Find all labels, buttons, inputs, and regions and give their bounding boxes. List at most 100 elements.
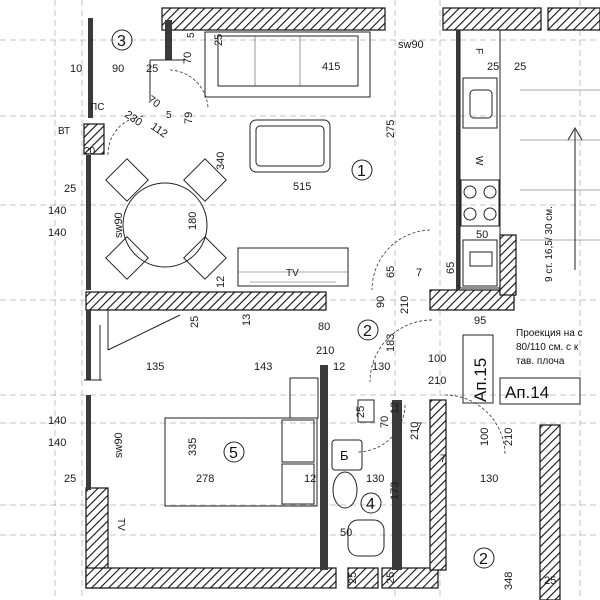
dim-140d: 140: [48, 437, 66, 449]
dim-210a: 210: [399, 296, 411, 314]
dim-90b: 90: [375, 296, 387, 308]
dim-210c: 210: [428, 375, 446, 387]
boiler-symbol: Б: [340, 448, 349, 463]
sw90-left: sw90: [113, 212, 125, 238]
dim-25i: 25: [385, 572, 397, 584]
symbols: sw90 sw90 sw90 ПС ВТ Б F W TV TV: [58, 39, 484, 531]
sofa: [204, 31, 371, 98]
dim-20: 20: [84, 146, 96, 157]
dim-143: 143: [254, 361, 272, 373]
dim-180: 180: [187, 212, 199, 230]
dim-135: 135: [146, 361, 164, 373]
dim-340: 340: [215, 152, 227, 170]
walls: [83, 7, 600, 600]
projection-note-1: Проекция на с: [516, 328, 583, 339]
dim-12b: 12: [333, 361, 345, 373]
dim-130c: 130: [480, 473, 498, 485]
vt-symbol: ВТ: [58, 126, 70, 137]
dim-335: 335: [187, 438, 199, 456]
dim-25h: 25: [347, 572, 359, 584]
closet-lines: [84, 59, 185, 381]
dim-348: 348: [503, 572, 515, 590]
bed: [164, 377, 319, 507]
projection-note-3: тав. плоча: [516, 356, 565, 367]
dim-13: 13: [241, 314, 253, 326]
dim-70b: 70: [145, 94, 162, 111]
stairs: [520, 89, 600, 270]
room-numbers: 1 2 3 4 5 2: [111, 29, 495, 569]
notes: Проекция на с 80/110 см. с к тав. плоча …: [516, 206, 583, 367]
dim-140c: 140: [48, 415, 66, 427]
dim-100a: 100: [428, 353, 446, 365]
dim-90a: 90: [112, 63, 124, 75]
dim-25f: 25: [355, 406, 367, 418]
dim-112: 112: [148, 121, 169, 141]
dim-25a: 25: [146, 63, 158, 75]
sw90-bed: sw90: [113, 432, 125, 458]
dim-100b: 100: [479, 428, 491, 446]
dim-79: 79: [183, 112, 195, 124]
dim-65b: 65: [445, 262, 457, 274]
dim-25j: 25: [514, 61, 526, 73]
dim-173: 173: [389, 482, 401, 500]
dim-25c: 25: [487, 61, 499, 73]
dim-12d: 12: [304, 473, 316, 485]
ap15-label: Ап.15: [471, 358, 490, 402]
doors: [107, 69, 506, 456]
dim-210d: 210: [409, 422, 421, 440]
dim-95: 95: [474, 315, 486, 327]
room-1-number: 1: [357, 163, 366, 180]
dim-65a: 65: [385, 266, 397, 278]
pc-symbol: ПС: [90, 102, 104, 113]
dining-table: [105, 158, 227, 280]
dim-25g: 25: [64, 473, 76, 485]
dim-183: 183: [385, 334, 397, 352]
apartment-tags: Ап.15 Ап.14: [462, 334, 581, 405]
dim-130b: 130: [366, 473, 384, 485]
dim-70a: 70: [182, 52, 194, 64]
room-4-number: 4: [366, 496, 375, 513]
dim-70c: 70: [379, 416, 391, 428]
dim-25k: 25: [544, 575, 556, 587]
dim-10: 10: [70, 63, 82, 75]
dim-7a: 7: [416, 267, 422, 279]
room-2b-number: 2: [479, 551, 488, 568]
dim-7b: 7: [440, 453, 446, 465]
dim-278: 278: [196, 473, 214, 485]
dim-12a: 12: [215, 276, 227, 288]
dim-230: 230: [122, 109, 144, 129]
dim-50b: 50: [340, 527, 352, 539]
dim-25e: 25: [189, 316, 201, 328]
dim-415: 415: [322, 61, 340, 73]
dim-50a: 50: [476, 229, 488, 241]
tv-symbol: TV: [286, 268, 299, 279]
dim-80: 80: [318, 321, 330, 333]
sw90-top: sw90: [398, 39, 424, 51]
dim-140a: 140: [48, 205, 66, 217]
dim-25d: 25: [64, 183, 76, 195]
tv-symbol-bedroom: TV: [115, 518, 126, 531]
projection-note-2: 80/110 см. с к: [516, 342, 579, 353]
ap14-label: Ап.14: [505, 383, 549, 402]
tv-cabinet: [237, 247, 349, 287]
coffee-table: [249, 119, 331, 173]
stairs-note: 9 ст. 16,5/ 30 см.: [544, 206, 555, 282]
kitchen-counter: [459, 29, 501, 289]
dim-12c: 12: [389, 402, 401, 414]
dim-515: 515: [293, 181, 311, 193]
room-5-number: 5: [229, 445, 238, 462]
room-3-number: 3: [117, 33, 126, 50]
dim-210b: 210: [316, 345, 334, 357]
dim-7c: 7: [416, 421, 422, 433]
room-2-number: 2: [363, 323, 372, 340]
fridge-symbol: F: [473, 48, 484, 54]
dim-130a: 130: [372, 361, 390, 373]
dim-25b: 25: [213, 34, 225, 46]
dim-5sup: 5: [186, 32, 197, 38]
dim-140b: 140: [48, 227, 66, 239]
dim-5sup2: 5: [166, 110, 172, 121]
bathroom-fixtures: [331, 399, 385, 557]
washer-symbol: W: [473, 156, 484, 166]
dim-210e: 210: [503, 428, 515, 446]
